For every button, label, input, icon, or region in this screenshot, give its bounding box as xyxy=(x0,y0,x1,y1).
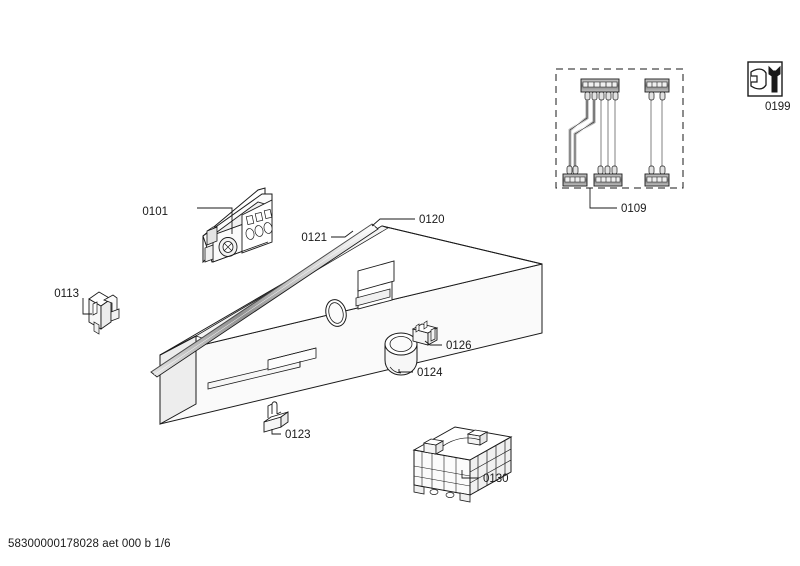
part-0126-switch-clip xyxy=(411,320,439,346)
part-0113-mounting-bracket xyxy=(88,291,120,335)
callout-0126: 0126 xyxy=(446,340,472,352)
callout-labels: 0101 0109 0113 0120 0121 0123 0124 0126 … xyxy=(54,101,790,485)
panel-handle-recess xyxy=(207,347,317,390)
callout-0130: 0130 xyxy=(483,473,509,485)
special-tool-icon xyxy=(747,61,783,97)
callout-0199: 0199 xyxy=(765,101,791,113)
leader-lines xyxy=(82,188,617,479)
callout-0113: 0113 xyxy=(54,288,79,300)
callout-0121: 0121 xyxy=(301,232,327,244)
callout-0123: 0123 xyxy=(285,429,311,441)
harness-group-dashed-box xyxy=(555,68,684,189)
part-0109-multi-pin-harness xyxy=(562,78,623,187)
drawing-footer-caption: 58300000178028 aet 000 b 1/6 xyxy=(8,538,171,550)
part-0124-selector-knob xyxy=(384,332,418,376)
part-0121-trim-strip xyxy=(150,223,379,378)
part-0109-two-wire-cable xyxy=(644,78,670,187)
part-0101-control-module xyxy=(202,187,273,264)
panel-display-window xyxy=(355,260,395,310)
callout-0109: 0109 xyxy=(621,203,647,215)
callout-0120: 0120 xyxy=(419,214,445,226)
callout-0124: 0124 xyxy=(417,367,443,379)
callout-0101: 0101 xyxy=(142,206,168,218)
part-0123-latch-clip xyxy=(263,401,289,433)
panel-knob-aperture xyxy=(325,299,347,327)
part-0130-ribbed-housing xyxy=(412,426,513,503)
